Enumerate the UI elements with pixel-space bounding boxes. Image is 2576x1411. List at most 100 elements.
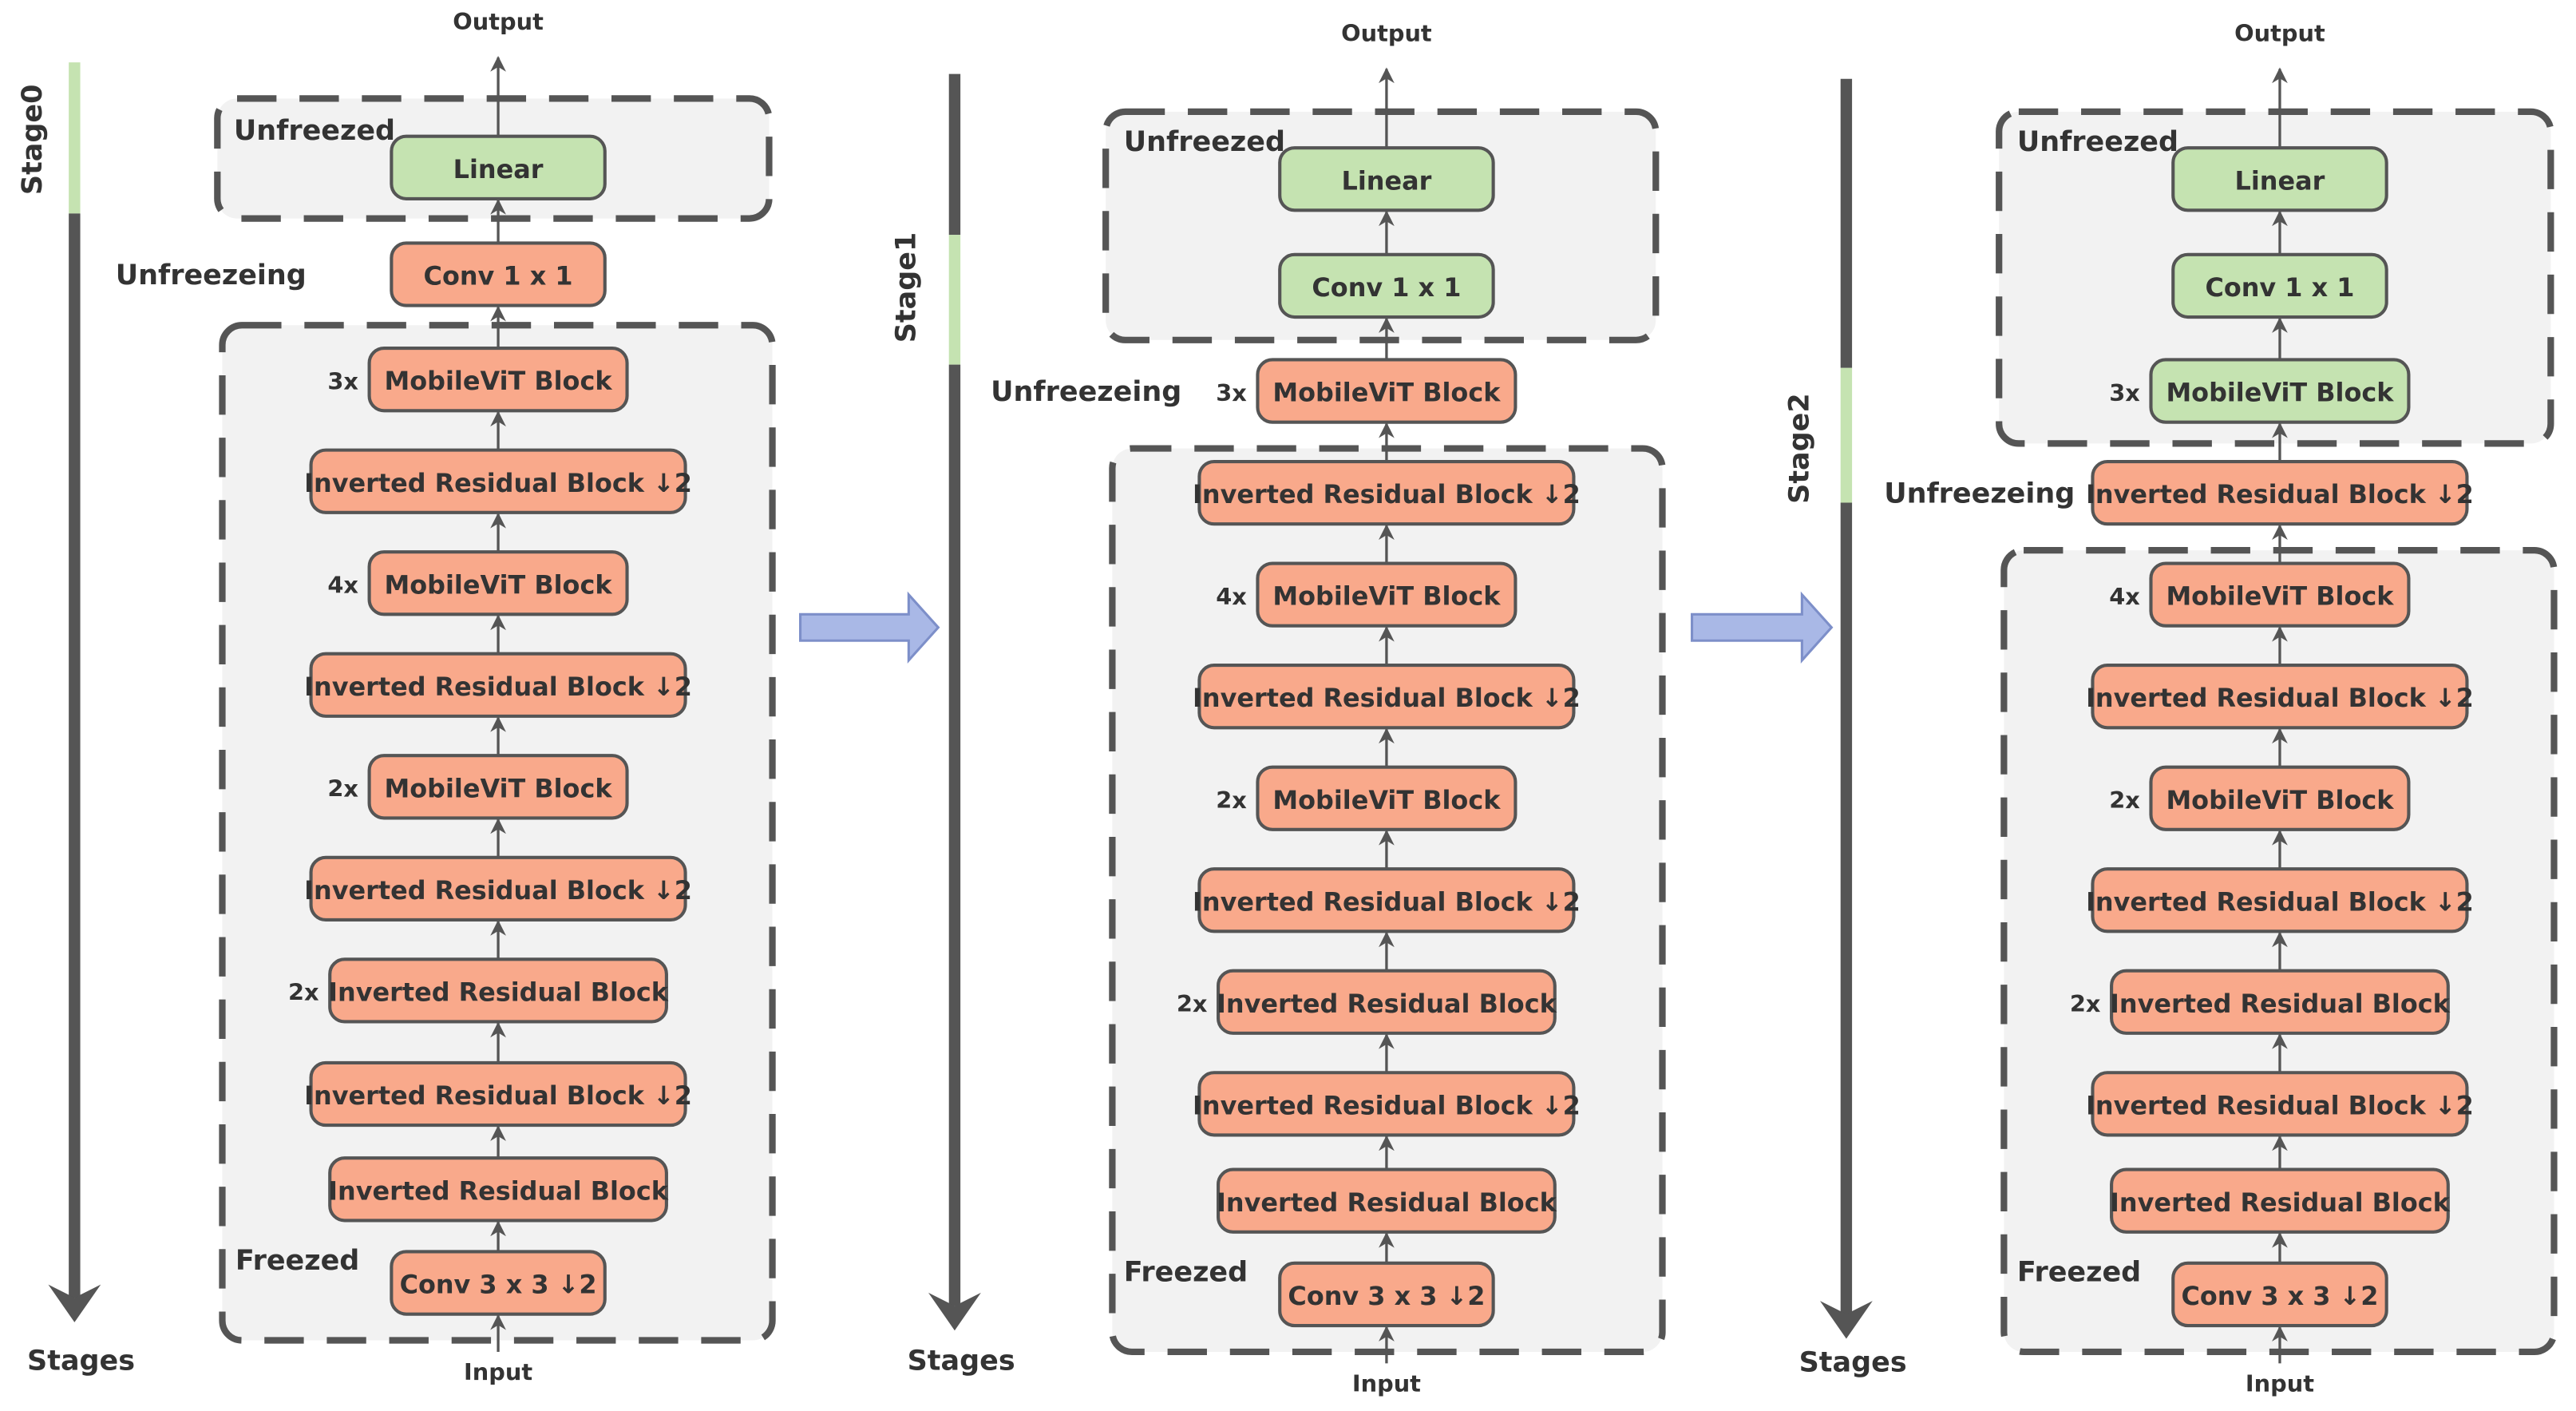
block-label: Inverted Residual Block	[1217, 989, 1557, 1019]
block-inverted-residual-block: Inverted Residual Block 2x	[1177, 969, 1557, 1035]
block-label: Inverted Residual Block ↓2	[1193, 479, 1581, 509]
unfreezed-label: Unfreezed	[2017, 126, 2178, 158]
block-box	[309, 1060, 687, 1128]
block-label: MobileViT Block	[1272, 785, 1501, 815]
block-label: Inverted Residual Block ↓2	[304, 1080, 692, 1111]
stage-axis-arrowhead	[48, 1284, 101, 1322]
block-inverted-residual-block-2: Inverted Residual Block ↓2	[1193, 664, 1581, 730]
block-box	[309, 448, 687, 514]
block-mobilevit-block: MobileViT Block 4x	[2109, 561, 2411, 628]
block-label: MobileViT Block	[2166, 785, 2394, 815]
block-inverted-residual-block-2: Inverted Residual Block ↓2	[304, 448, 692, 514]
repeat-count: 3x	[327, 368, 358, 395]
block-label: Inverted Residual Block ↓2	[1193, 886, 1581, 917]
block-label: MobileViT Block	[2166, 378, 2394, 408]
block-box	[2110, 969, 2450, 1035]
block-inverted-residual-block-2: Inverted Residual Block ↓2	[1193, 867, 1581, 933]
block-box	[2171, 252, 2388, 319]
repeat-count: 4x	[1216, 583, 1247, 610]
block-inverted-residual-block: Inverted Residual Block	[1217, 1167, 1557, 1234]
block-label: Inverted Residual Block	[1217, 1187, 1557, 1218]
block-box	[1217, 1167, 1557, 1234]
freezed-label: Freezed	[1124, 1256, 1248, 1288]
block-label: Linear	[453, 154, 544, 184]
block-box	[367, 347, 629, 413]
block-box	[1256, 358, 1518, 424]
block-label: MobileViT Block	[1272, 378, 1501, 408]
block-conv-1-x-1: Conv 1 x 1	[2171, 252, 2388, 319]
block-inverted-residual-block-2: Inverted Residual Block ↓2	[304, 652, 692, 718]
block-label: MobileViT Block	[385, 366, 613, 396]
block-label: Inverted Residual Block ↓2	[1193, 683, 1581, 713]
stages-axis-label: Stages	[1799, 1347, 1907, 1379]
block-box	[1197, 664, 1576, 730]
block-box	[367, 754, 629, 820]
block-label: Inverted Residual Block ↓2	[2086, 479, 2474, 509]
block-box	[2149, 765, 2411, 831]
block-box	[2091, 1071, 2469, 1137]
unfreezed-label: Unfreezed	[234, 115, 395, 147]
block-box	[2091, 664, 2469, 730]
block-label: Inverted Residual Block	[328, 977, 669, 1007]
block-linear: Linear	[1278, 146, 1495, 212]
stage-transition-arrow	[1690, 591, 1834, 664]
stages-axis-label: Stages	[27, 1346, 135, 1377]
block-linear: Linear	[2171, 146, 2388, 212]
repeat-count: 3x	[2109, 379, 2140, 406]
block-inverted-residual-block-2: Inverted Residual Block ↓2	[2086, 664, 2474, 730]
block-label: Inverted Residual Block ↓2	[2086, 1090, 2474, 1120]
repeat-count: 2x	[327, 775, 358, 803]
freezed-label: Freezed	[235, 1245, 359, 1277]
block-label: MobileViT Block	[2166, 581, 2394, 612]
block-label: MobileViT Block	[1272, 581, 1501, 612]
unfreezing-label: Unfreezeing	[116, 260, 307, 291]
block-label: Conv 3 x 3 ↓2	[400, 1270, 597, 1300]
block-box	[2149, 561, 2411, 628]
block-inverted-residual-block-2: Inverted Residual Block ↓2	[2086, 1071, 2474, 1137]
block-box	[309, 855, 687, 922]
block-box	[1278, 1261, 1495, 1328]
block-inverted-residual-block-2: Inverted Residual Block ↓2	[1193, 1071, 1581, 1137]
block-inverted-residual-block-2: Inverted Residual Block ↓2	[1193, 459, 1581, 526]
block-inverted-residual-block: Inverted Residual Block	[328, 1156, 669, 1223]
block-box	[1278, 252, 1495, 319]
block-box	[328, 957, 668, 1024]
block-box	[2171, 1261, 2388, 1328]
input-label: Input	[464, 1358, 532, 1385]
block-label: Inverted Residual Block	[328, 1175, 669, 1206]
input-label: Input	[2246, 1369, 2314, 1397]
block-box	[390, 134, 607, 200]
block-label: Inverted Residual Block ↓2	[2086, 683, 2474, 713]
block-box	[2091, 867, 2469, 933]
block-mobilevit-block: MobileViT Block 3x	[327, 347, 629, 413]
repeat-count: 4x	[327, 572, 358, 599]
block-label: MobileViT Block	[385, 773, 613, 803]
repeat-count: 4x	[2109, 583, 2140, 610]
repeat-count: 2x	[288, 979, 319, 1006]
freezed-label: Freezed	[2017, 1256, 2141, 1288]
block-linear: Linear	[390, 134, 607, 200]
block-label: Inverted Residual Block	[2110, 1187, 2451, 1218]
block-inverted-residual-block-2: Inverted Residual Block ↓2	[304, 855, 692, 922]
repeat-count: 2x	[2070, 990, 2101, 1017]
block-box	[1256, 765, 1518, 831]
block-label: MobileViT Block	[385, 569, 613, 600]
stage-axis-arrowhead	[928, 1292, 981, 1331]
block-box	[1217, 969, 1557, 1035]
block-label: Conv 3 x 3 ↓2	[1288, 1281, 1485, 1311]
block-label: Conv 1 x 1	[424, 261, 573, 291]
repeat-count: 2x	[2109, 787, 2140, 814]
block-label: Conv 3 x 3 ↓2	[2181, 1281, 2378, 1311]
block-label: Inverted Residual Block ↓2	[304, 672, 692, 702]
stage-label: Stage1	[891, 232, 923, 343]
stage-label: Stage0	[17, 85, 49, 196]
stage-axis-arrowhead	[1819, 1301, 1873, 1339]
block-label: Linear	[2235, 165, 2325, 196]
repeat-count: 2x	[1177, 990, 1208, 1017]
repeat-count: 3x	[1216, 379, 1247, 406]
